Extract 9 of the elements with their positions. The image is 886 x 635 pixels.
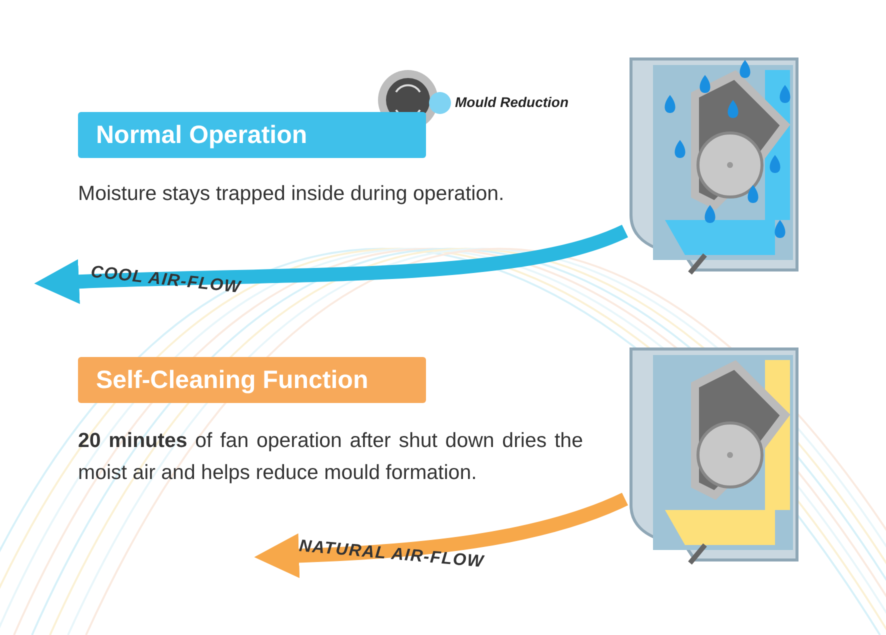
- badge-label: Mould Reduction: [455, 94, 569, 110]
- edge-label: COOL AIR-FLOW: [90, 262, 242, 298]
- airflow-arrow: [254, 492, 628, 578]
- description-text: Moisture stays trapped inside during operation.: [78, 181, 506, 207]
- heading-banner: Normal Operation: [78, 112, 426, 158]
- edge-label: NATURAL AIR-FLOW: [298, 536, 485, 572]
- airflow-arrow: [34, 224, 628, 304]
- heading-banner: Self-Cleaning Function: [78, 357, 426, 403]
- description-text: 20 minutes of fan operation after shut down dries the moist air and helps reduce mould formation.: [78, 428, 583, 486]
